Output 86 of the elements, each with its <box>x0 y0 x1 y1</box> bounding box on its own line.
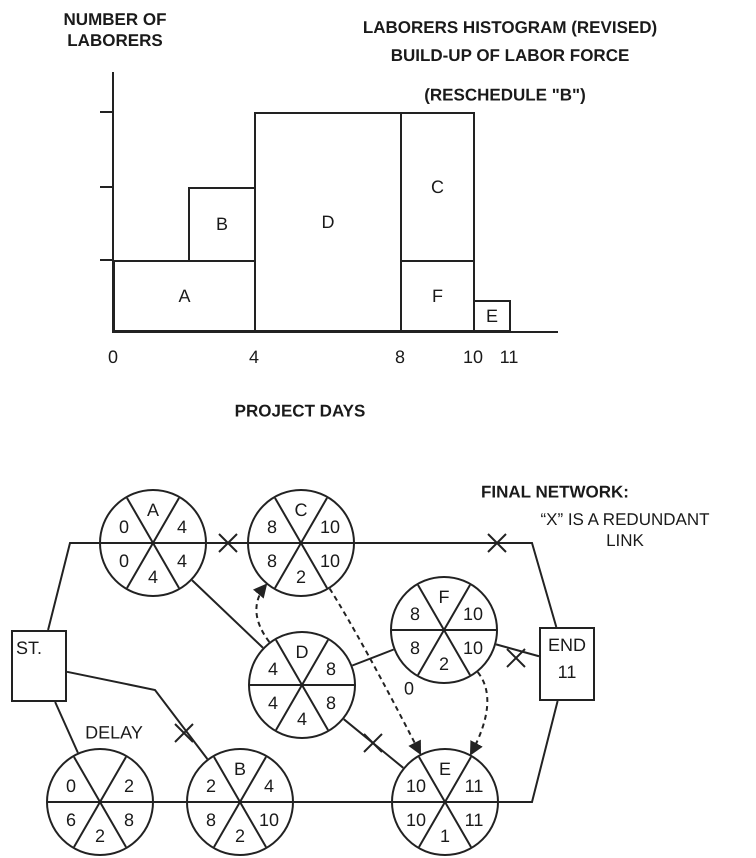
early-start: 0 <box>66 777 76 795</box>
late-start: 4 <box>268 694 278 712</box>
activity-letter: D <box>296 643 308 661</box>
terminal-label: END <box>548 635 586 656</box>
bar-label: A <box>178 286 190 306</box>
late-start: 8 <box>267 552 277 570</box>
diagram-label: 4 <box>249 346 259 368</box>
late-start: 6 <box>66 811 76 829</box>
terminal-box <box>539 627 595 701</box>
diagram-label: NUMBER OF LABORERS <box>62 8 168 52</box>
bar-label: D <box>322 212 334 232</box>
late-start: 8 <box>410 639 420 657</box>
early-finish: 11 <box>464 777 484 795</box>
diagram-label: 8 <box>395 346 405 368</box>
late-finish: 10 <box>258 811 280 829</box>
early-finish: 2 <box>124 777 134 795</box>
link-line <box>343 718 404 769</box>
duration: 4 <box>297 710 307 728</box>
duration: 2 <box>95 827 105 845</box>
activity-letter: E <box>439 760 451 778</box>
early-finish: 10 <box>462 605 484 623</box>
early-start: 8 <box>410 605 420 623</box>
bar-label: F <box>432 286 443 306</box>
duration: 2 <box>439 655 449 673</box>
activity-letter: C <box>294 501 308 519</box>
bar-label: E <box>486 306 498 326</box>
link-line <box>66 670 208 760</box>
activity-letter: B <box>234 760 246 778</box>
diagram-label: 11 <box>500 346 518 368</box>
link-line <box>352 648 394 666</box>
diagram-label: “X” IS A REDUNDANT LINK <box>540 508 710 552</box>
histogram-title: LABORERS HISTOGRAM (REVISED) BUILD-UP OF LABOR FORCE <box>362 17 658 67</box>
late-start: 0 <box>119 552 129 570</box>
late-finish: 11 <box>464 811 484 829</box>
histogram-bar <box>400 260 475 332</box>
terminal-box <box>11 630 67 702</box>
link-line <box>54 702 79 754</box>
early-finish: 10 <box>320 518 340 536</box>
terminal-label: 11 <box>558 662 576 683</box>
link-line <box>496 643 540 658</box>
link-line <box>294 801 391 803</box>
link-line <box>47 542 99 630</box>
late-start: 8 <box>206 811 216 829</box>
early-start: 10 <box>406 777 426 795</box>
link-line <box>191 580 264 648</box>
duration: 4 <box>148 568 158 586</box>
diagram-label: 10 <box>462 346 484 368</box>
early-start: 8 <box>267 518 277 536</box>
late-start: 10 <box>406 811 426 829</box>
bar-label: C <box>431 176 444 198</box>
terminal-label: ST. <box>16 638 42 659</box>
early-finish: 8 <box>326 660 336 678</box>
late-finish: 4 <box>177 552 187 570</box>
early-start: 2 <box>206 777 216 795</box>
histogram-bar <box>254 112 402 332</box>
late-finish: 8 <box>124 811 134 829</box>
early-finish: 4 <box>177 518 187 536</box>
link-line <box>207 542 247 544</box>
duration: 2 <box>235 827 245 845</box>
link-line <box>154 801 186 803</box>
duration: 1 <box>440 827 450 845</box>
activity-letter: F <box>438 588 450 606</box>
late-finish: 10 <box>320 552 340 570</box>
dashed-arrow <box>253 583 270 643</box>
activity-letter: A <box>147 501 159 519</box>
early-start: 4 <box>268 660 278 678</box>
histogram-bar <box>113 260 256 332</box>
histogram-bar <box>400 112 475 262</box>
histogram-bar <box>473 300 511 332</box>
link-line <box>499 700 559 803</box>
node-annotation: DELAY <box>85 722 143 744</box>
diagram-label: FINAL NETWORK: <box>481 481 629 503</box>
late-finish: 10 <box>462 639 484 657</box>
histogram-bar <box>188 187 256 262</box>
dashed-arrow <box>328 588 422 756</box>
early-start: 0 <box>119 518 129 536</box>
node-annotation: 0 <box>404 678 414 700</box>
diagram-label: 0 <box>108 346 118 368</box>
dashed-arrow <box>470 672 488 756</box>
early-finish: 4 <box>264 777 274 795</box>
late-finish: 8 <box>326 694 336 712</box>
diagram-label: PROJECT DAYS <box>234 400 366 422</box>
link-line <box>355 542 558 628</box>
bar-label: B <box>216 214 228 235</box>
diagram-label: (RESCHEDULE "B") <box>424 84 586 106</box>
duration: 2 <box>296 568 306 586</box>
